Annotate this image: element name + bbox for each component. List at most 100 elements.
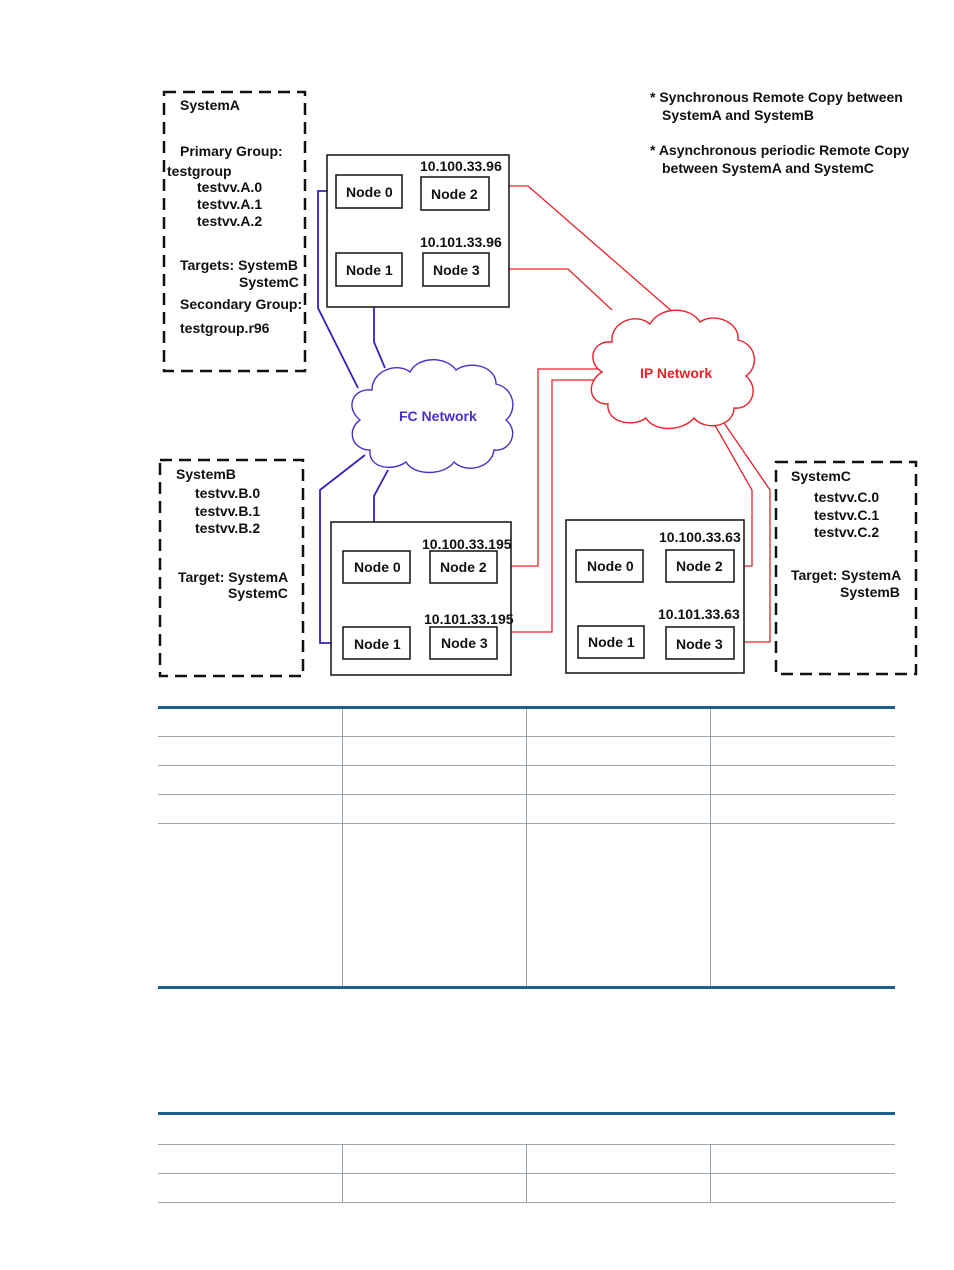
table-caption — [158, 1113, 895, 1145]
array-b-node0-label: Node 0 — [354, 559, 401, 575]
table-header-cell — [526, 707, 712, 737]
systemA-volume: testvv.A.1 — [197, 196, 262, 212]
array-b-node2-label: Node 2 — [440, 559, 487, 575]
table-cell — [342, 794, 528, 824]
table-cell — [342, 1144, 528, 1174]
ip-link-a-node2 — [489, 185, 683, 321]
array-a-ip1: 10.100.33.96 — [420, 158, 502, 174]
table-cell — [710, 1144, 895, 1174]
systemB-title: SystemB — [176, 466, 236, 482]
array-c-node0-label: Node 0 — [587, 558, 634, 574]
table-cell — [526, 823, 712, 988]
note-sync-2: SystemA and SystemB — [662, 107, 814, 123]
systemA-primary-group-label: Primary Group: — [180, 143, 283, 159]
systemB-volume: testvv.B.1 — [195, 503, 260, 519]
table-cell — [526, 794, 712, 824]
systemC-volume: testvv.C.2 — [814, 524, 879, 540]
ip-network-label: IP Network — [640, 365, 712, 381]
systemA-group: testgroup — [167, 163, 232, 179]
table-header-row — [158, 707, 895, 737]
table-header-cell — [710, 707, 895, 737]
systemA-volume: testvv.A.0 — [197, 179, 262, 195]
systemC-volume: testvv.C.0 — [814, 489, 879, 505]
array-b-node3-label: Node 3 — [441, 635, 488, 651]
systemA-secondary-group-label: Secondary Group: — [180, 296, 302, 312]
table-cell — [526, 765, 712, 795]
table-cell — [342, 823, 528, 988]
ip-link-c-node3 — [721, 419, 771, 643]
array-b-node2 — [429, 550, 498, 584]
array-c-node2 — [665, 549, 735, 583]
systemA-targets-2: SystemC — [239, 274, 299, 290]
systemC-volume: testvv.C.1 — [814, 507, 879, 523]
array-b-node0 — [342, 550, 411, 584]
systemC-box — [774, 460, 918, 676]
systemB-volume: testvv.B.2 — [195, 520, 260, 536]
systemC-title: SystemC — [791, 468, 851, 484]
table-cell — [342, 736, 528, 766]
array-a-node2 — [420, 176, 490, 211]
ip-link-b-node2 — [497, 368, 600, 567]
table-1 — [158, 706, 895, 989]
note-async-2: between SystemA and SystemC — [662, 160, 874, 176]
array-b-node3 — [429, 626, 498, 660]
ip-link-a-node3 — [489, 268, 613, 311]
table-row — [158, 1173, 895, 1203]
remote-copy-topology-diagram: SystemA Primary Group: testgroup testvv.… — [158, 89, 918, 678]
systemB-target-2: SystemC — [228, 585, 288, 601]
systemC-target: Target: SystemA — [791, 567, 901, 583]
array-a-node1-label: Node 1 — [346, 262, 393, 278]
table-row — [158, 765, 895, 795]
table-cell — [526, 736, 712, 766]
table-cell — [526, 1173, 712, 1203]
table-row — [158, 736, 895, 766]
systemB-target: Target: SystemA — [178, 569, 288, 585]
array-c-node3 — [665, 626, 735, 660]
array-a-node3 — [422, 252, 490, 287]
array-a-node3-label: Node 3 — [433, 262, 480, 278]
table-row — [158, 794, 895, 824]
ip-link-b-node3 — [497, 379, 605, 633]
array-a-ip2: 10.101.33.96 — [420, 234, 502, 250]
table-2 — [158, 1112, 895, 1203]
array-a-node0 — [335, 174, 403, 209]
table-header-cell — [342, 707, 528, 737]
systemA-secondary-group: testgroup.r96 — [180, 320, 270, 336]
table-header-cell — [158, 707, 343, 737]
table-cell — [710, 736, 895, 766]
table-cell — [711, 824, 895, 988]
table-cell — [158, 823, 343, 988]
systemA-volume: testvv.A.2 — [197, 213, 262, 229]
table-cell — [158, 1173, 343, 1203]
array-a-node2-label: Node 2 — [431, 186, 478, 202]
array-b-ip1: 10.100.33.195 — [422, 536, 512, 552]
table-cell — [158, 736, 343, 766]
table-cell — [710, 1173, 895, 1203]
table-cell — [526, 1144, 712, 1174]
array-c-ip1: 10.100.33.63 — [659, 529, 741, 545]
array-c-node2-label: Node 2 — [676, 558, 723, 574]
systemA-targets: Targets: SystemB — [180, 257, 298, 273]
note-async: * Asynchronous periodic Remote Copy — [650, 142, 910, 158]
array-a-node1 — [335, 252, 403, 287]
array-b-ip2: 10.101.33.195 — [424, 611, 514, 627]
array-a-node0-label: Node 0 — [346, 184, 393, 200]
array-systemC: 10.100.33.63 10.101.33.63 Node 0 Node 2 … — [565, 519, 745, 674]
array-c-node1-label: Node 1 — [588, 634, 635, 650]
array-b-node1 — [342, 626, 411, 660]
array-c-ip2: 10.101.33.63 — [658, 606, 740, 622]
systemA-title: SystemA — [180, 97, 240, 113]
fc-network-cloud — [351, 359, 514, 474]
systemB-volume: testvv.B.0 — [195, 485, 260, 501]
table-cell — [710, 794, 895, 824]
table-cell — [158, 794, 343, 824]
table-cell — [158, 1144, 343, 1174]
table-cell — [710, 765, 895, 795]
table-row — [158, 1144, 895, 1174]
array-systemB: 10.100.33.195 10.101.33.195 Node 0 Node … — [330, 521, 514, 676]
array-c-node1 — [577, 625, 645, 659]
array-c-node3-label: Node 3 — [676, 636, 723, 652]
table-row — [158, 823, 895, 988]
array-c-node0 — [575, 549, 644, 583]
array-systemA: 10.100.33.96 10.101.33.96 Node 0 Node 2 … — [326, 154, 510, 308]
